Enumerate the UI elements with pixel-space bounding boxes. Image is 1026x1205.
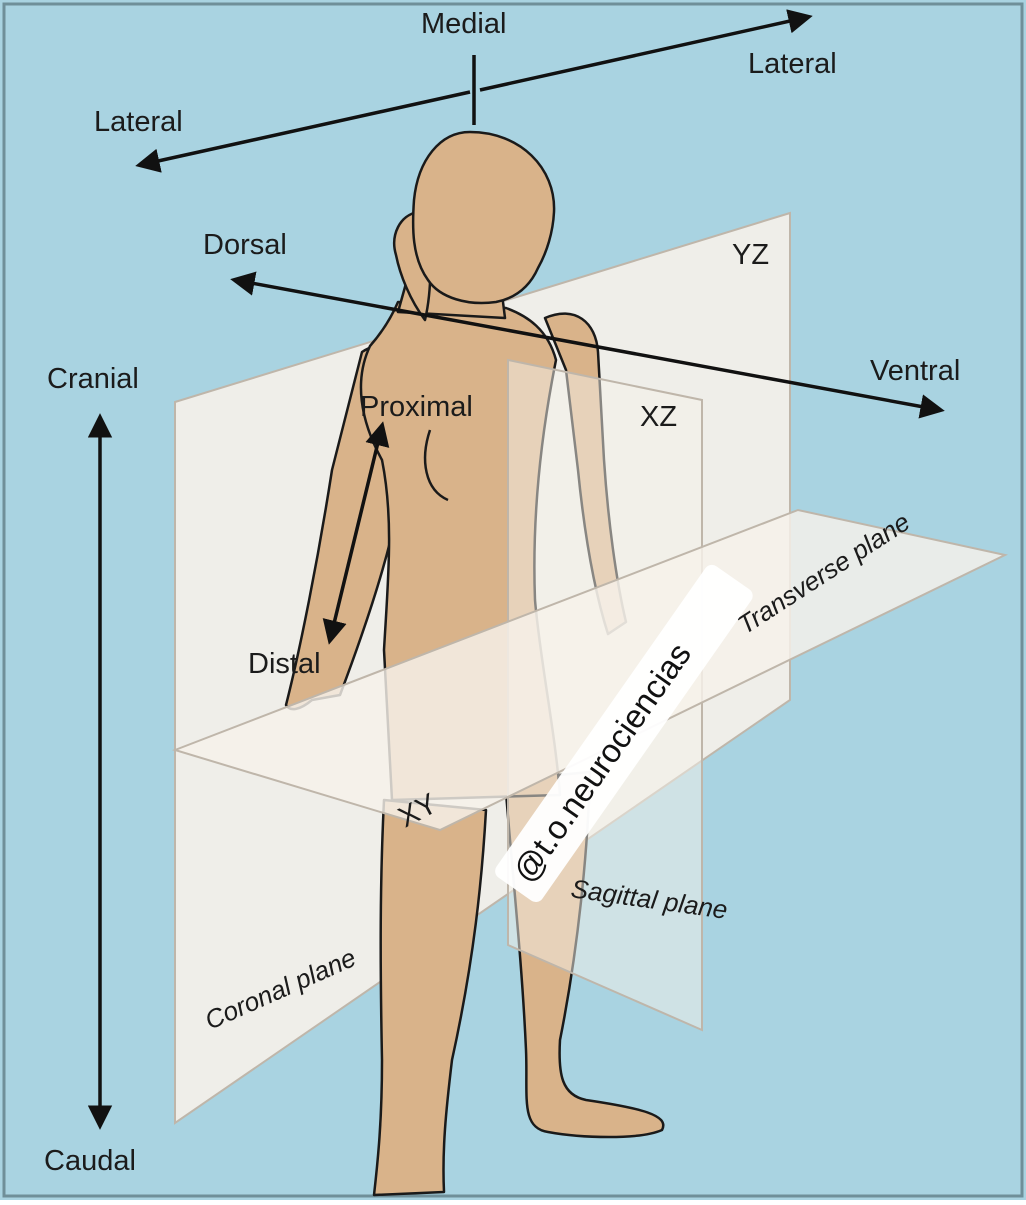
lateral-right-label: Lateral xyxy=(748,48,837,80)
left-leg xyxy=(372,798,488,1197)
distal-label: Distal xyxy=(248,648,321,680)
lateral-left-label: Lateral xyxy=(94,106,183,138)
chest-contour xyxy=(423,429,449,502)
dorsal-label: Dorsal xyxy=(203,229,287,261)
proximal-distal-arrow xyxy=(322,421,390,645)
watermark-background xyxy=(495,564,753,903)
medial-label: Medial xyxy=(421,8,506,40)
transverse-plane xyxy=(171,508,1009,832)
head xyxy=(411,130,556,305)
lateral-arrow-left xyxy=(135,90,471,173)
dorsal-ventral-arrow xyxy=(230,271,945,419)
caudal-label: Caudal xyxy=(44,1145,136,1177)
cranial-label: Cranial xyxy=(47,363,139,395)
lateral-arrow-right xyxy=(479,9,813,92)
yz-label: YZ xyxy=(732,239,769,271)
proximal-label: Proximal xyxy=(360,391,473,423)
ventral-label: Ventral xyxy=(870,355,960,387)
xz-label: XZ xyxy=(640,401,677,433)
